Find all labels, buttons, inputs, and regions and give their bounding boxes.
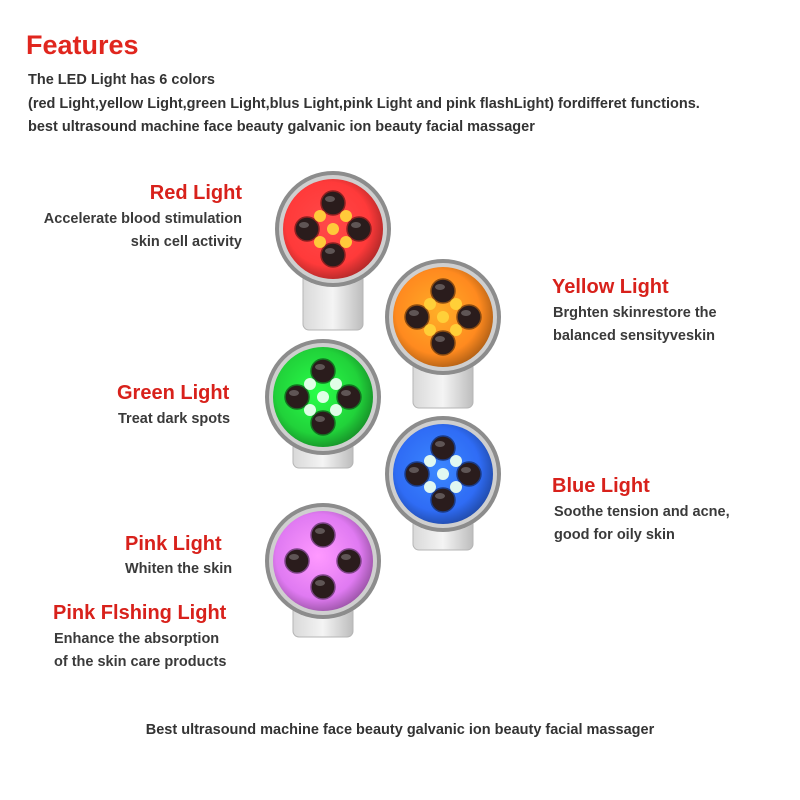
blue-light-desc-line-1: Soothe tension and acne, <box>554 504 730 520</box>
yellow-light-desc-line-1: Brghten skinrestore the <box>553 305 717 321</box>
red-light-title: Red Light <box>149 182 242 204</box>
red-light-desc-line-1: Accelerate blood stimulation <box>43 211 242 227</box>
led-head <box>275 171 391 331</box>
pink-flash-desc-line-1: Enhance the absorption <box>54 631 220 647</box>
led-head <box>265 339 381 469</box>
led-head <box>385 416 501 551</box>
led-head <box>385 259 501 409</box>
pink-light-desc-line-1: Whiten the skin <box>125 561 233 577</box>
intro-line-1: The LED Light has 6 colors <box>28 72 215 88</box>
green-light-desc-line-1: Treat dark spots <box>118 411 231 427</box>
blue-light-device-image <box>385 416 501 551</box>
yellow-light-title: Yellow Light <box>552 276 669 298</box>
intro-line-3: best ultrasound machine face beauty galv… <box>28 119 535 135</box>
footer-caption: Best ultrasound machine face beauty galv… <box>145 722 655 738</box>
page-title: Features <box>26 30 139 60</box>
yellow-light-description: Brghten skinrestore the balanced sensity… <box>553 302 717 348</box>
red-light-device-image <box>275 171 391 331</box>
green-light-device-image <box>265 339 381 469</box>
red-light-desc-line-2: skin cell activity <box>130 234 242 250</box>
intro-line-2: (red Light,yellow Light,green Light,blus… <box>28 96 700 112</box>
blue-light-desc-line-2: good for oily skin <box>554 527 675 543</box>
red-light-description: Accelerate blood stimulation skin cell a… <box>44 208 242 254</box>
blue-light-title: Blue Light <box>552 475 650 497</box>
yellow-light-device-image <box>385 259 501 409</box>
pink-light-title: Pink Light <box>125 533 222 555</box>
pink-flash-desc-line-2: of the skin care products <box>54 654 227 670</box>
blue-light-description: Soothe tension and acne, good for oily s… <box>554 501 730 547</box>
yellow-light-desc-line-2: balanced sensityveskin <box>553 328 715 344</box>
led-head <box>265 503 381 638</box>
pink-flashing-light-description: Enhance the absorption of the skin care … <box>54 628 226 674</box>
pink-light-device-image <box>265 503 381 638</box>
green-light-description: Treat dark spots <box>118 408 230 431</box>
green-light-title: Green Light <box>117 382 230 404</box>
pink-flashing-light-title: Pink Flshing Light <box>53 602 227 624</box>
pink-light-description: Whiten the skin <box>125 558 232 581</box>
